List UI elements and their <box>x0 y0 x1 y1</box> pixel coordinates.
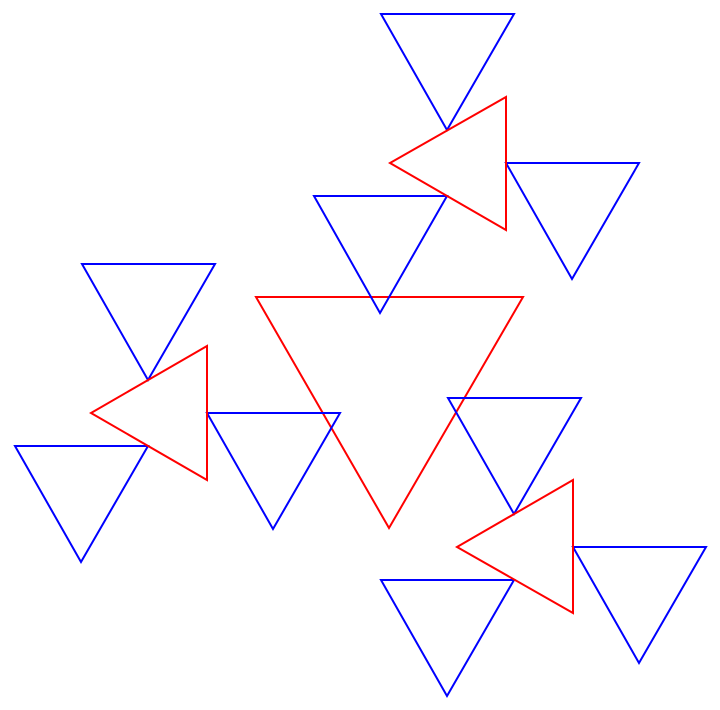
bottom-right-blue-triangle-lower <box>379 579 516 699</box>
bottom-right-blue-triangle-right <box>571 546 708 666</box>
left-blue-triangle-upper <box>80 263 217 383</box>
bottom-right-cluster <box>379 397 708 699</box>
top-cluster <box>312 13 641 316</box>
top-blue-triangle-left <box>312 195 449 316</box>
left-blue-triangle-lower <box>13 445 150 565</box>
left-red-triangle <box>89 344 208 482</box>
top-red-triangle <box>387 95 507 232</box>
top-blue-triangle-right <box>504 162 641 282</box>
left-blue-triangle-right <box>205 412 342 532</box>
left-cluster <box>13 263 342 565</box>
bottom-right-blue-triangle-upper <box>446 397 583 517</box>
top-blue-triangle-upper <box>379 13 516 133</box>
bottom-right-red-triangle <box>454 478 574 615</box>
